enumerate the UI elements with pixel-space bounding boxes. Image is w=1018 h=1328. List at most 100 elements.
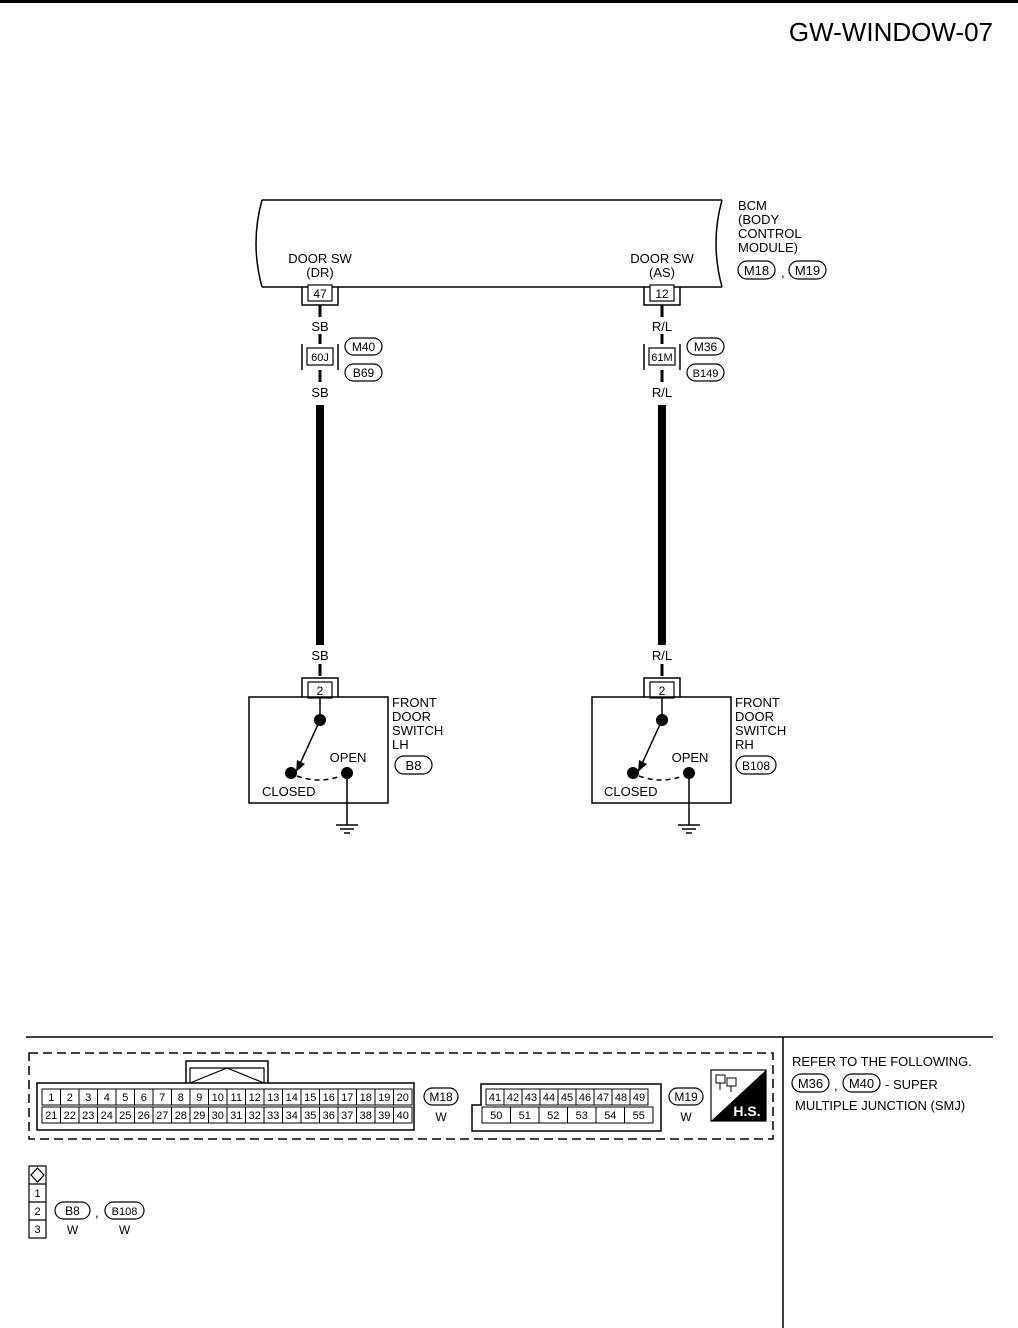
left-switch-pin: 2 — [317, 684, 324, 698]
m18-pin-13: 13 — [267, 1092, 279, 1104]
m18-pin-39: 39 — [378, 1110, 390, 1122]
m18-pin-40: 40 — [397, 1110, 409, 1122]
m18-pin-15: 15 — [304, 1092, 316, 1104]
left-joint-box — [306, 347, 334, 366]
bcm-left-terminal-label-1: DOOR SW — [288, 251, 352, 266]
left-circuit: 47 SB 60J M40 B69 SB SB 2 OPEN CLOSED — [248, 284, 443, 834]
m18-pin-35: 35 — [304, 1110, 316, 1122]
left-joint-connector-1: M40 — [352, 340, 376, 354]
reference-heading: REFER TO THE FOLLOWING. — [792, 1054, 972, 1069]
right-switch-name-1: FRONT — [735, 695, 780, 710]
m18-pin-6: 6 — [141, 1092, 147, 1104]
m18-pin-3: 3 — [85, 1092, 91, 1104]
left-joint-connector-2: B69 — [353, 366, 375, 380]
bcm-left-terminal-label-2: (DR) — [306, 265, 333, 280]
right-switch-closed-label: CLOSED — [604, 784, 657, 799]
left-switch-name-3: SWITCH — [392, 723, 443, 738]
right-switch-connector: B108 — [742, 759, 770, 773]
m18-pin-29: 29 — [193, 1110, 205, 1122]
m18-lock-outer — [185, 1060, 269, 1083]
left-switch-closed-contact — [285, 767, 297, 779]
bcm-right-edge — [715, 199, 723, 288]
reference-comma: , — [834, 1078, 838, 1093]
hs-icon-label: H.S. — [733, 1103, 760, 1119]
switch-conn-comma: , — [95, 1205, 99, 1220]
m18-pin-1: 1 — [48, 1092, 54, 1104]
right-switch-name-4: RH — [735, 737, 754, 752]
left-wire-color-middle: SB — [311, 385, 328, 400]
m18-pin-24: 24 — [101, 1110, 113, 1122]
left-joint-connector-badge-1 — [344, 337, 383, 356]
m18-pin-34: 34 — [286, 1110, 298, 1122]
right-wire-color-middle: R/L — [652, 385, 672, 400]
m18-pin-23: 23 — [82, 1110, 94, 1122]
m19-pin-43: 43 — [525, 1092, 537, 1104]
right-switch-name-3: SWITCH — [735, 723, 786, 738]
m18-pin-30: 30 — [212, 1110, 224, 1122]
m18-pin-22: 22 — [64, 1110, 76, 1122]
reference-connector-badge-1 — [791, 1073, 830, 1093]
bcm-connector-1: M18 — [744, 263, 769, 278]
m18-pin-17: 17 — [341, 1092, 353, 1104]
bcm-connector-comma: , — [781, 265, 785, 280]
left-switch-name-4: LH — [392, 737, 409, 752]
m18-pin-36: 36 — [323, 1110, 335, 1122]
m18-pin-5: 5 — [122, 1092, 128, 1104]
left-wire-color-lower: SB — [311, 648, 328, 663]
m19-pin-42: 42 — [507, 1092, 519, 1104]
bcm-pin-12: 12 — [655, 287, 669, 301]
left-switch-closed-label: CLOSED — [262, 784, 315, 799]
m18-pin-7: 7 — [159, 1092, 165, 1104]
right-circuit: 12 R/L 61M M36 B149 R/L R/L 2 OPEN CLOSE… — [591, 284, 786, 834]
reference-connector-1: M36 — [798, 1076, 823, 1091]
switch-conn-id-badge-2 — [104, 1201, 145, 1220]
m19-pin-49-cell — [629, 1088, 649, 1106]
right-joint-connector-badge-1 — [686, 337, 725, 356]
right-switch-arrow — [638, 760, 647, 772]
m19-pin-55-cell — [624, 1106, 654, 1124]
bcm-pin-47: 47 — [313, 287, 327, 301]
bcm-name-line-4: MODULE) — [738, 240, 798, 255]
m19-id-badge — [668, 1087, 704, 1106]
m18-pin-8: 8 — [178, 1092, 184, 1104]
bcm-name-line-2: (BODY — [738, 212, 780, 227]
m18-pin-21: 21 — [45, 1110, 57, 1122]
left-joint-brackets — [301, 344, 339, 370]
page-code: GW-WINDOW-07 — [789, 17, 993, 47]
m18-pin-26: 26 — [138, 1110, 150, 1122]
m18-pin-40-cell — [393, 1106, 413, 1124]
m19-pin-50: 50 — [490, 1110, 502, 1122]
bcm-left-edge — [255, 199, 263, 288]
m19-pin-44: 44 — [543, 1092, 555, 1104]
reference-desc-1: - SUPER — [885, 1077, 938, 1092]
switch-conn-id-2: B108 — [112, 1206, 138, 1218]
switch-conn-pin-2: 2 — [34, 1206, 40, 1218]
m18-pin-32: 32 — [249, 1110, 261, 1122]
right-wire-color-upper: R/L — [652, 319, 672, 334]
m19-pin-53: 53 — [576, 1110, 588, 1122]
bcm-pin-12-box — [649, 284, 675, 302]
m18-pin-14: 14 — [286, 1092, 298, 1104]
switch-conn-color-2: W — [119, 1223, 131, 1237]
m18-pin-28: 28 — [175, 1110, 187, 1122]
m19-pin-55: 55 — [633, 1110, 645, 1122]
left-joint-connector-badge-2 — [344, 363, 383, 382]
bcm-module: BCM (BODY CONTROL MODULE) M18 , M19 DOOR… — [255, 198, 827, 288]
m19-pin-41: 41 — [489, 1092, 501, 1104]
m18-pin-10: 10 — [212, 1092, 224, 1104]
m18-pin-19: 19 — [378, 1092, 390, 1104]
m18-pin-18: 18 — [360, 1092, 372, 1104]
bcm-right-terminal-label-2: (AS) — [649, 265, 675, 280]
right-switch-closed-contact — [627, 767, 639, 779]
bcm-connector-badge-2 — [788, 260, 827, 280]
m19-pin-52: 52 — [547, 1110, 559, 1122]
m18-color: W — [435, 1110, 447, 1124]
switch-conn-pin-3: 3 — [34, 1224, 40, 1236]
m18-pin-37: 37 — [341, 1110, 353, 1122]
reference-note: REFER TO THE FOLLOWING. M36 , M40 - SUPE… — [791, 1054, 972, 1113]
bcm-right-terminal-label-1: DOOR SW — [630, 251, 694, 266]
right-switch-travel — [638, 775, 684, 781]
m18-pin-4: 4 — [104, 1092, 110, 1104]
